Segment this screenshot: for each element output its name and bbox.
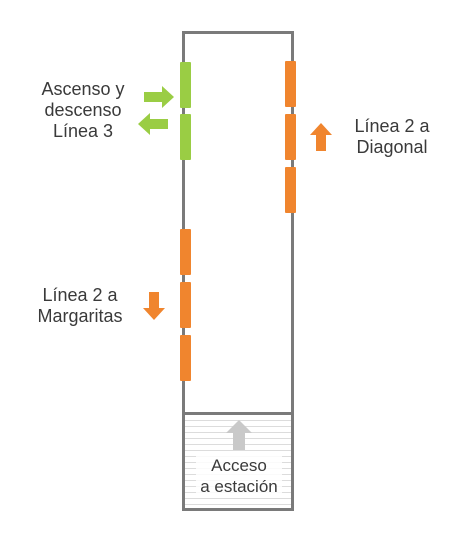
line2-diagonal-arrow-up-icon: [310, 123, 332, 151]
access-label-line-2: a estación: [200, 477, 278, 496]
access-arrow-icon: [226, 420, 252, 450]
line3-label-line-3: Línea 3: [52, 121, 114, 141]
line2-margaritas-door-1: [180, 229, 191, 275]
line2-margaritas-arrow-down-icon: [143, 292, 165, 320]
line2-diagonal-door-3: [285, 167, 296, 213]
line2-margaritas-label: Línea 2 a Margaritas: [24, 285, 136, 327]
line2-diagonal-label-line-1: Línea 2 a: [354, 116, 430, 136]
line2-margaritas-door-2: [180, 282, 191, 328]
line2-diagonal-door-2: [285, 114, 296, 160]
line3-door-lower: [180, 114, 191, 160]
line2-margaritas-door-3: [180, 335, 191, 381]
line2-diagonal-label-line-2: Diagonal: [356, 137, 428, 157]
line2-margaritas-label-line-1: Línea 2 a: [42, 285, 118, 305]
transfer-right-arrow-icon: [144, 86, 174, 108]
line2-diagonal-door-1: [285, 61, 296, 107]
access-label: Acceso a estación: [196, 455, 282, 497]
line2-margaritas-label-line-2: Margaritas: [37, 306, 123, 326]
transfer-left-arrow-icon: [138, 113, 168, 135]
line3-label-line-1: Ascenso y: [41, 79, 125, 99]
line3-label: Ascenso y descenso Línea 3: [28, 79, 138, 142]
line3-label-line-2: descenso: [44, 100, 122, 120]
access-label-line-1: Acceso: [211, 456, 267, 475]
line2-diagonal-label: Línea 2 a Diagonal: [340, 116, 444, 158]
line3-door-upper: [180, 62, 191, 108]
